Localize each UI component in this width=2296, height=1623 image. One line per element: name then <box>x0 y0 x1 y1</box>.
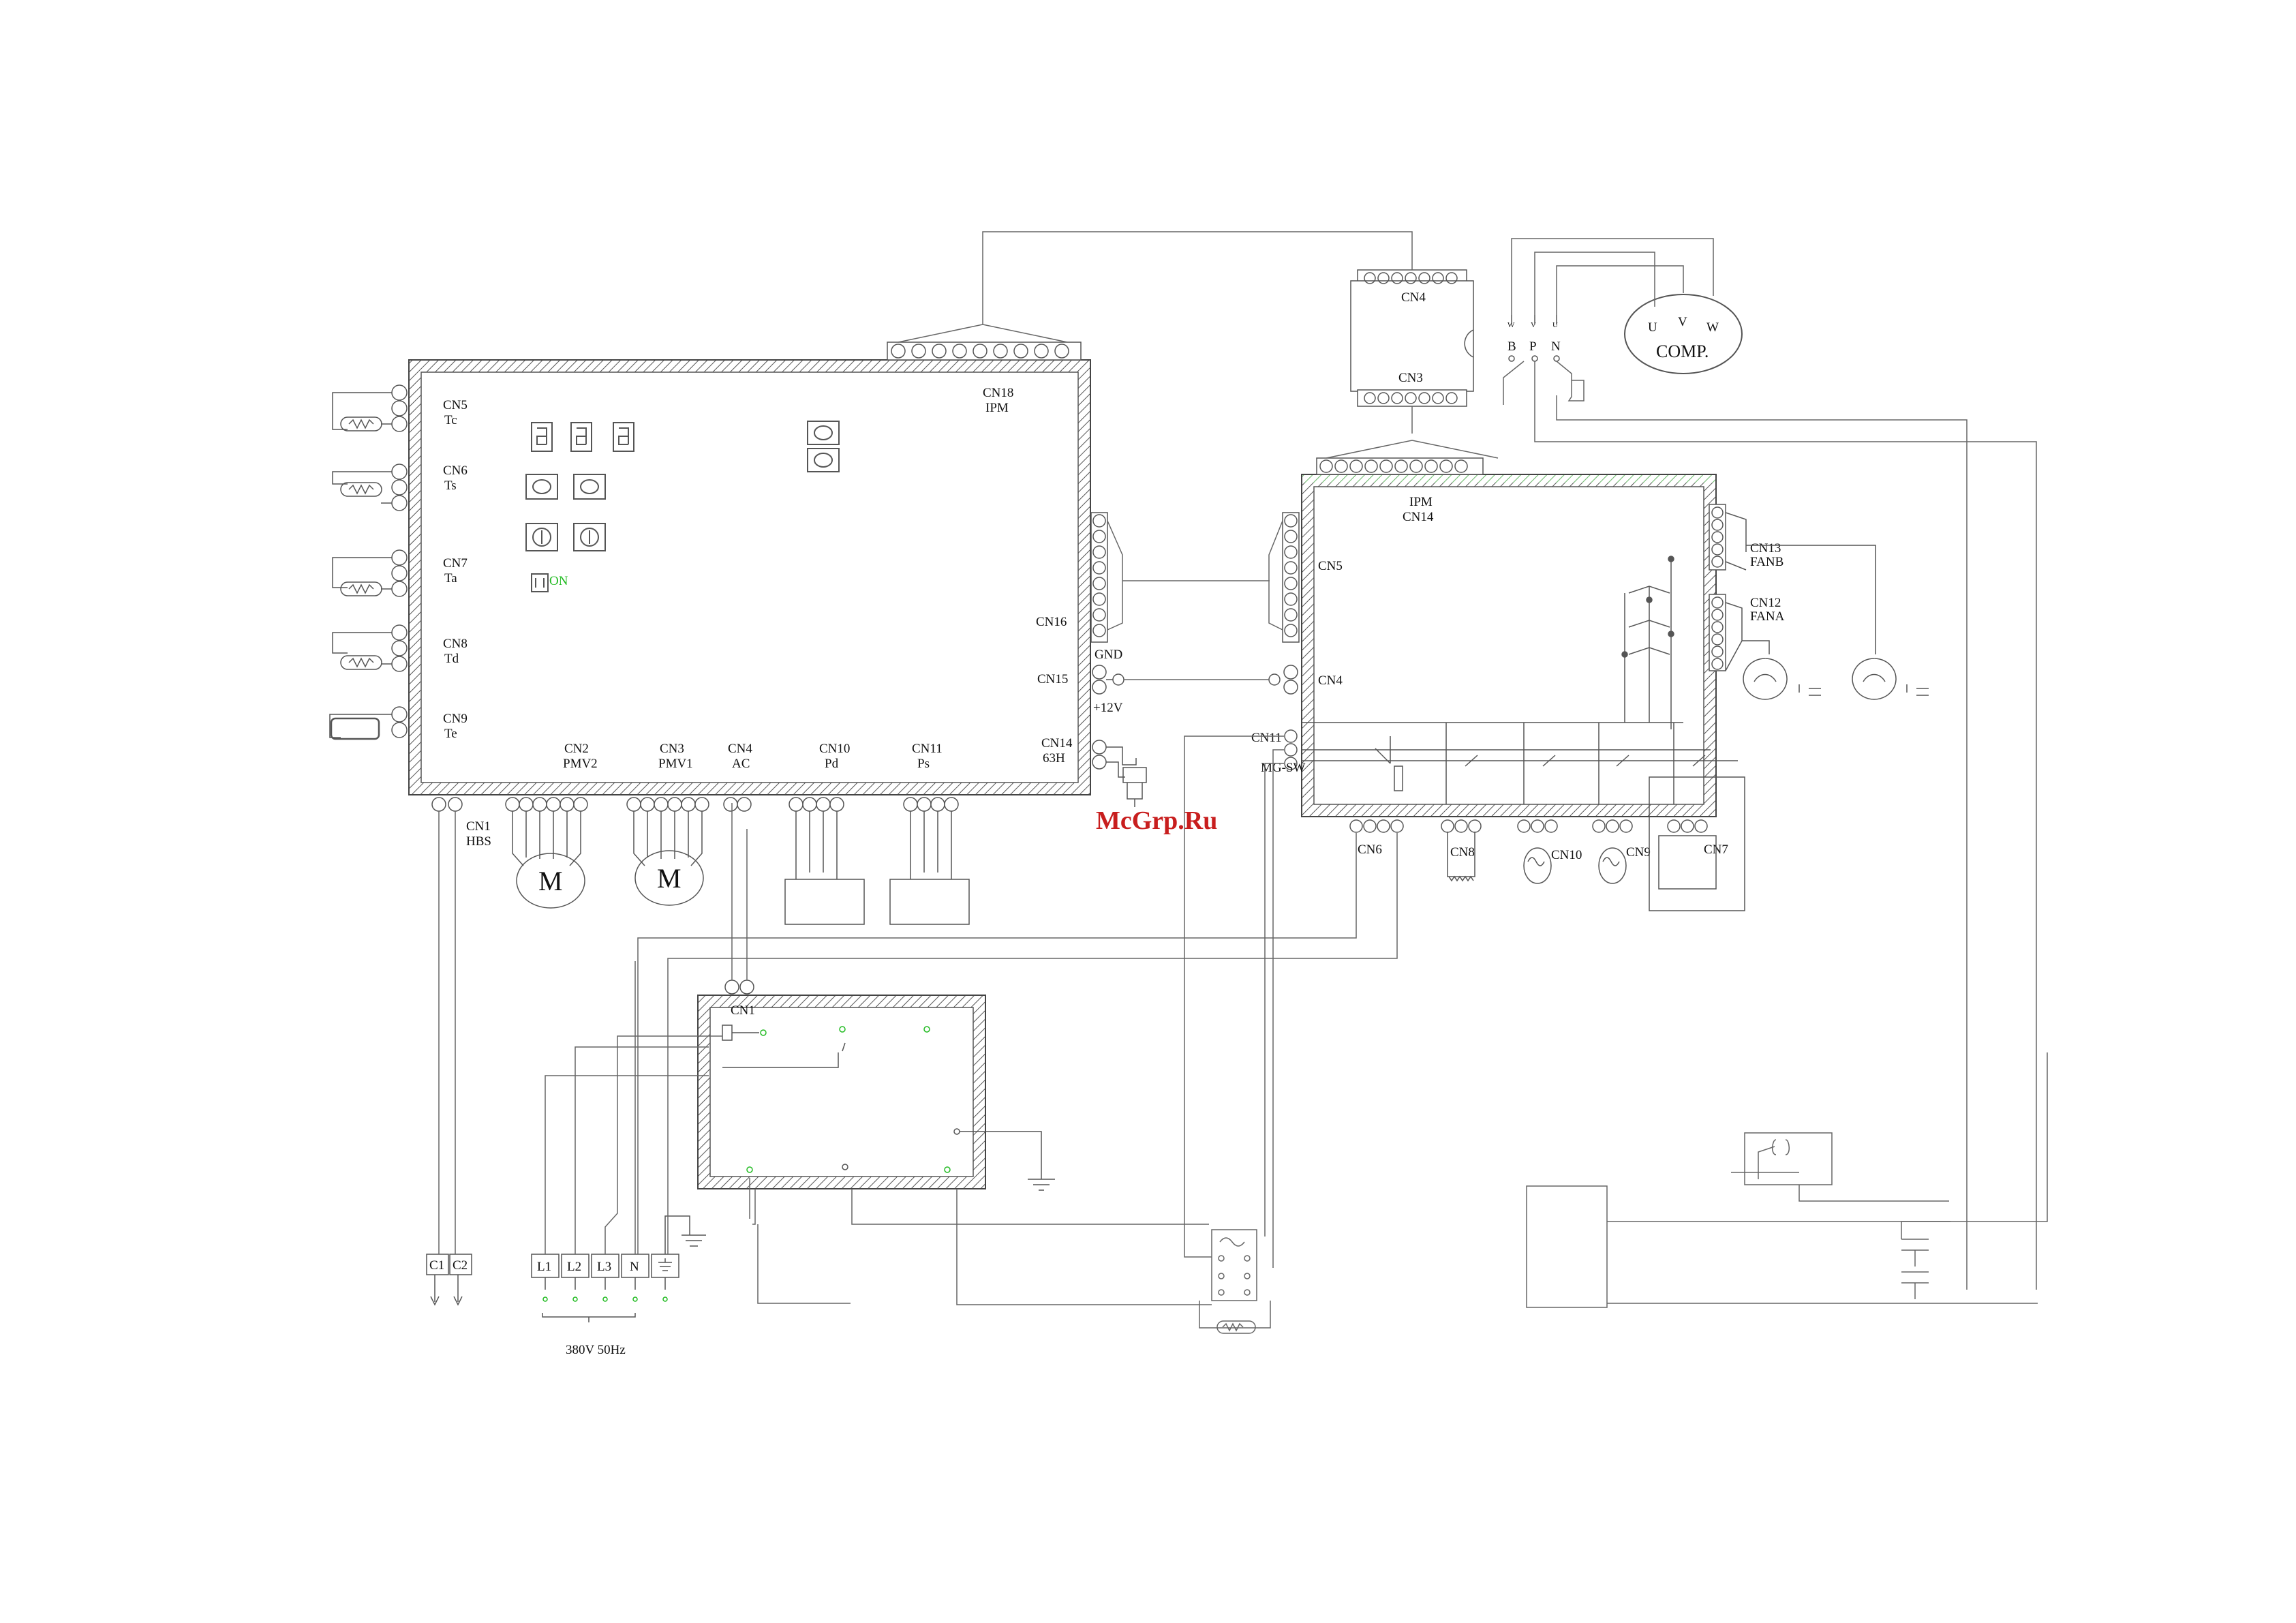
cn14-connector <box>1092 740 1146 807</box>
cn15-label: CN15 <box>1037 672 1068 686</box>
ipm-cn13-sub-label: FANB <box>1750 555 1784 569</box>
ipm-module-cn4-label: CN4 <box>1401 290 1426 305</box>
cn6-sub-label: Ts <box>444 479 457 493</box>
cn7-label: CN7 <box>443 556 468 571</box>
main-board <box>409 360 1090 795</box>
cn15-12v-label: +12V <box>1093 701 1123 715</box>
ipm-term-u: U <box>1552 321 1558 329</box>
terminal-c1: C1 <box>429 1258 444 1273</box>
cn1-hbs-sub-label: HBS <box>466 834 491 849</box>
ipm-cn8-label: CN8 <box>1450 845 1475 860</box>
ipm-term-p: P <box>1529 339 1537 354</box>
ipm-cn4-connector <box>1269 665 1298 694</box>
compressor-label: COMP. <box>1656 342 1709 361</box>
cn11-ps-sub-label: Ps <box>917 757 930 771</box>
cn8-label: CN8 <box>443 637 468 651</box>
ipm-cn12-sub-label: FANA <box>1750 609 1785 624</box>
pressure-sensors <box>785 811 969 924</box>
cn4-ac-label: CN4 <box>728 742 752 756</box>
terminal-l3: L3 <box>597 1260 611 1274</box>
filter-cn1-label: CN1 <box>731 1003 755 1018</box>
ipm-bottom-connectors <box>1350 820 1707 832</box>
cn2-sub-label: PMV2 <box>563 757 598 771</box>
ipm-module-cn3-label: CN3 <box>1398 371 1423 385</box>
filter-board <box>698 995 985 1189</box>
thermistor-sensors <box>330 393 392 739</box>
thermistor-connector-pins <box>392 385 407 738</box>
ipm-cn6-label: CN6 <box>1358 843 1382 857</box>
cn15-gnd-label: GND <box>1095 648 1122 662</box>
ipm-term-b: B <box>1507 339 1516 354</box>
cn18-label: CN18 <box>983 386 1013 400</box>
power-supply-label: 380V 50Hz <box>566 1343 626 1357</box>
terminal-c2: C2 <box>453 1258 468 1273</box>
compressor <box>1625 294 1742 374</box>
pmv2-motor-label: M <box>538 866 563 896</box>
terminal-l1: L1 <box>537 1260 551 1274</box>
cn2-label: CN2 <box>564 742 589 756</box>
watermark: McGrp.Ru <box>1096 806 1217 835</box>
cn18-sub-label: IPM <box>985 401 1009 415</box>
cn6-label: CN6 <box>443 464 468 478</box>
cn5-sub-label: Tc <box>444 413 457 427</box>
cn9-label: CN9 <box>443 712 468 726</box>
ipm-board-title-sub: CN14 <box>1403 510 1434 524</box>
cn1-hbs-label: CN1 <box>466 819 491 834</box>
ipm-cn4-label: CN4 <box>1318 673 1343 688</box>
terminal-n: N <box>630 1260 639 1274</box>
terminal-l2: L2 <box>567 1260 581 1274</box>
ipm-board <box>1302 474 1716 817</box>
cn3-sub-label: PMV1 <box>658 757 693 771</box>
bottom-connectors-main <box>432 798 958 811</box>
cn10-pd-sub-label: Pd <box>825 757 839 771</box>
ipm-cn10-label: CN10 <box>1551 848 1582 862</box>
cn18-connector <box>887 342 1081 360</box>
filter-board-cn1 <box>725 980 754 994</box>
ipm-cn5-connector <box>1283 513 1299 642</box>
dip-switch-label: ON <box>549 574 568 588</box>
compressor-term-u: U <box>1648 320 1657 335</box>
ipm-term-n: N <box>1551 339 1561 354</box>
ipm-cn9-label: CN9 <box>1626 845 1651 860</box>
cn14-label: CN14 <box>1041 736 1073 750</box>
ipm-board-top-connector <box>1317 458 1483 474</box>
cn8-sub-label: Td <box>444 652 459 666</box>
cn14-sub-label: 63H <box>1043 751 1065 765</box>
cn15-connector <box>1092 665 1124 694</box>
cn16-label: CN16 <box>1036 615 1067 629</box>
ipm-mgsw-label: MG-SW <box>1261 761 1306 775</box>
cn9-sub-label: Te <box>444 727 457 741</box>
cn7-sub-label: Ta <box>444 571 457 586</box>
pmv1-motor-label: M <box>657 863 682 894</box>
cn5-label: CN5 <box>443 398 468 412</box>
ipm-term-v: V <box>1531 321 1536 329</box>
cn11-ps-label: CN11 <box>912 742 943 756</box>
cn10-pd-label: CN10 <box>819 742 850 756</box>
ipm-cn13-label: CN13 <box>1750 541 1781 556</box>
cn16-connector <box>1091 513 1107 642</box>
compressor-term-w: W <box>1706 320 1719 335</box>
ipm-cn12-label: CN12 <box>1750 596 1781 610</box>
ipm-board-title: IPM <box>1409 495 1433 509</box>
ipm-cn5-label: CN5 <box>1318 559 1343 573</box>
ipm-cn11-label: CN11 <box>1251 731 1282 745</box>
cn4-ac-sub-label: AC <box>732 757 750 771</box>
compressor-term-v: V <box>1678 315 1687 329</box>
cn3-label: CN3 <box>660 742 684 756</box>
